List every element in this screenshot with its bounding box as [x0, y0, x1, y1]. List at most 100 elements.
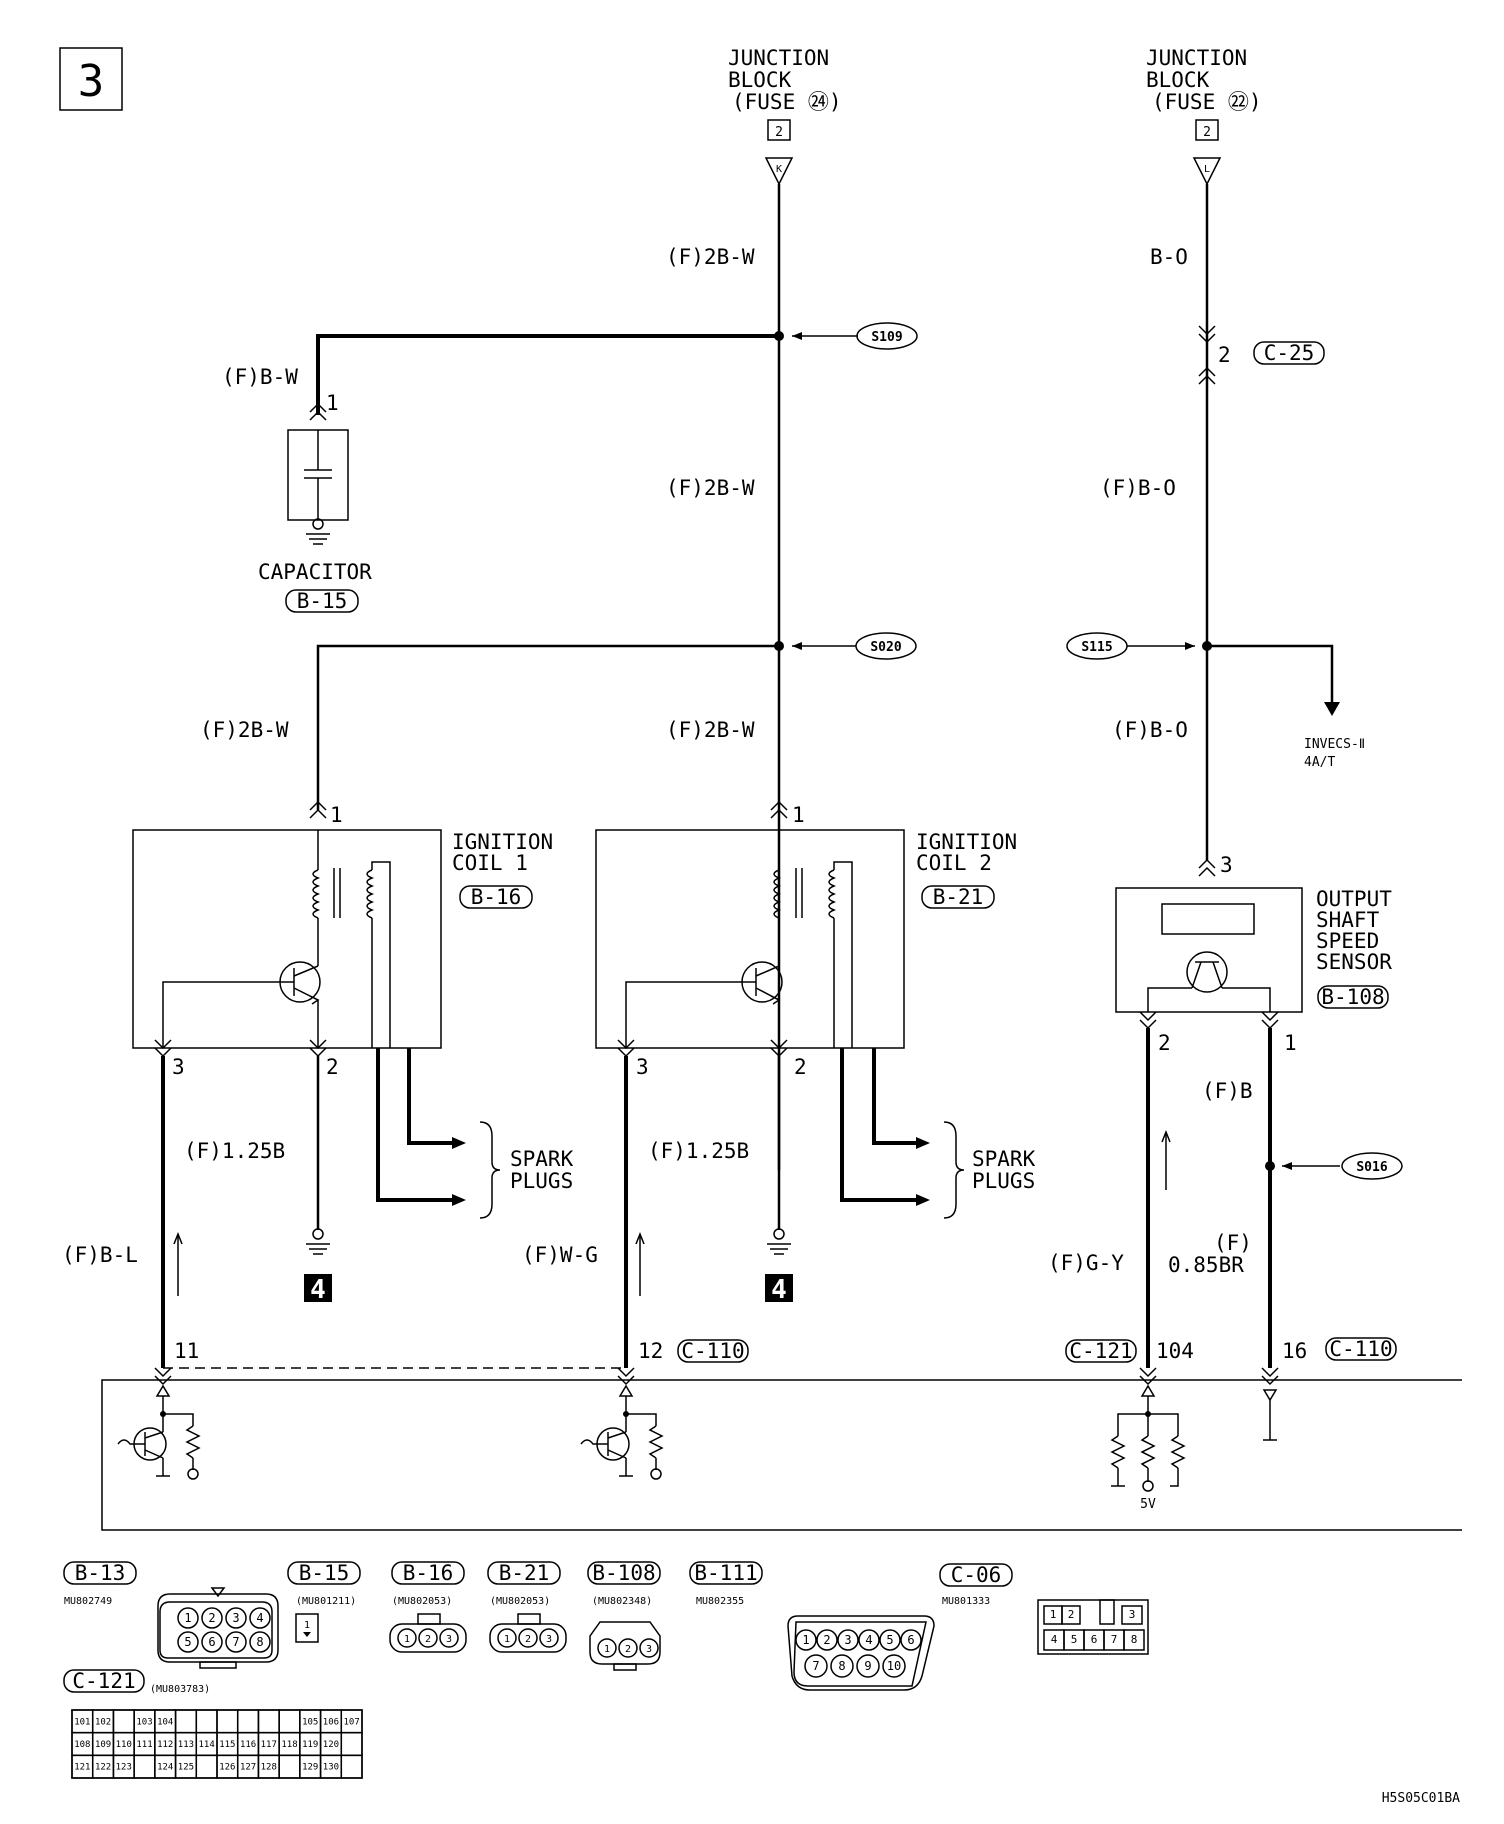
c06-pin-5-label: 5: [1071, 1633, 1078, 1646]
c06-pin-1-label: 1: [1050, 1608, 1057, 1621]
svg-text:B-21: B-21: [499, 1561, 550, 1585]
b111-pin-8-label: 8: [838, 1659, 845, 1673]
c121-pin-130-label: 130: [323, 1763, 339, 1773]
c121-pin-113-label: 113: [178, 1740, 194, 1750]
output-shaft-speed-sensor: 3 OUTPUT SHAFT SPEED SENSOR B-108 2 1: [1115, 853, 1392, 1055]
svg-text:(FUSE ㉒): (FUSE ㉒): [1152, 90, 1262, 114]
c121-pin-101-label: 101: [74, 1717, 90, 1727]
wire-label-coil1-feed: (F)2B-W: [200, 718, 289, 742]
svg-text:104: 104: [1156, 1339, 1194, 1363]
c06-key: [1099, 1599, 1115, 1625]
svg-text:MU802355: MU802355: [696, 1596, 744, 1607]
wire-label-g-y: (F)G-Y: [1048, 1251, 1124, 1275]
c121-empty-cell: [195, 1754, 218, 1779]
c121-pin-112-label: 112: [157, 1740, 173, 1750]
wire-label-b-l: (F)B-L: [62, 1243, 138, 1267]
svg-text:MU802749: MU802749: [64, 1596, 112, 1607]
wire-label-2b-w-mid: (F)2B-W: [666, 476, 755, 500]
svg-text:B-108: B-108: [592, 1561, 655, 1585]
svg-text:2: 2: [1203, 125, 1211, 140]
svg-text:C-121: C-121: [72, 1669, 135, 1693]
c121-empty-cell: [236, 1709, 260, 1734]
svg-text:S016: S016: [1356, 1160, 1387, 1175]
c121-pin-117-label: 117: [261, 1740, 277, 1750]
b111-pin-2: [816, 1629, 838, 1651]
ground-ref-4-right: [765, 1274, 793, 1302]
c121-pin-127-label: 127: [240, 1763, 256, 1773]
b16-pin-3-label: 3: [446, 1634, 452, 1645]
junction-block-fuse-24: JUNCTION BLOCK (FUSE ㉔) 2 K: [728, 46, 842, 186]
c121-pin-116-label: 116: [240, 1740, 256, 1750]
svg-text:1: 1: [792, 803, 805, 827]
spark-plugs-2: SPARK: [972, 1147, 1036, 1171]
b108-pin-1: [597, 1638, 617, 1658]
b21-pin-3-label: 3: [546, 1634, 552, 1645]
svg-text:1: 1: [304, 1620, 310, 1631]
b111-pin-7: [804, 1654, 828, 1678]
c121-pin-104-label: 104: [157, 1717, 173, 1727]
b111-pin-9: [856, 1654, 880, 1678]
svg-text:B-16: B-16: [471, 885, 522, 909]
svg-text:1: 1: [330, 803, 343, 827]
svg-text:BLOCK: BLOCK: [1146, 68, 1210, 92]
c121-empty-cell: [278, 1709, 301, 1734]
wire-label-1-25b-coil2: (F)1.25B: [648, 1139, 749, 1163]
splice-s020: [855, 632, 917, 660]
svg-text:(MU801211): (MU801211): [296, 1596, 356, 1607]
svg-text:2: 2: [794, 1055, 807, 1079]
page-number: 3: [59, 47, 123, 111]
b13-pin-1: [177, 1607, 199, 1629]
b13-pin-4: [249, 1607, 271, 1629]
b13-pin-8: [249, 1631, 271, 1653]
wire-label-b-w: (F)B-W: [222, 365, 298, 389]
c06-pin-8: [1123, 1629, 1145, 1651]
svg-text:12: 12: [638, 1339, 663, 1363]
svg-text:B-15: B-15: [297, 589, 348, 613]
capacitor: CAPACITOR B-15: [258, 402, 372, 613]
svg-text:SENSOR: SENSOR: [1316, 950, 1392, 974]
b13-pin-3-label: 3: [232, 1611, 239, 1625]
c121-pin-106-label: 106: [323, 1717, 339, 1727]
c06-pin-6-label: 6: [1091, 1633, 1098, 1646]
svg-text:B-111: B-111: [694, 1561, 757, 1585]
b111-pin-4: [858, 1629, 880, 1651]
svg-text:C-25: C-25: [1264, 341, 1315, 365]
svg-text:0.85BR: 0.85BR: [1168, 1253, 1244, 1277]
b108-pin-1-label: 1: [604, 1644, 610, 1655]
svg-text:11: 11: [174, 1339, 199, 1363]
c121-pin-115-label: 115: [219, 1740, 235, 1750]
c121-pin-110-label: 110: [116, 1740, 132, 1750]
c121-pin-120-label: 120: [323, 1740, 339, 1750]
c06-pin-7-label: 7: [1111, 1633, 1118, 1646]
coil1-feed-wire: [316, 644, 779, 810]
b13-pin-6: [201, 1631, 223, 1653]
b13-pin-3: [225, 1607, 247, 1629]
wire-label-2b-w-top: (F)2B-W: [666, 245, 755, 269]
b13-pin-6-label: 6: [208, 1635, 215, 1649]
svg-text:(MU802348): (MU802348): [592, 1596, 652, 1607]
b111-pin-1-label: 1: [802, 1633, 809, 1647]
b108-pin-2: [618, 1638, 638, 1658]
b13-pin-5-label: 5: [184, 1635, 191, 1649]
b111-pin-3: [837, 1629, 859, 1651]
c121-pin-124-label: 124: [157, 1763, 173, 1773]
c06-pin-2-label: 2: [1068, 1608, 1075, 1621]
b21-pin-2-label: 2: [525, 1634, 531, 1645]
svg-text:S109: S109: [871, 330, 902, 345]
b13-pin-8-label: 8: [256, 1635, 263, 1649]
svg-text:COIL 2: COIL 2: [916, 851, 992, 875]
svg-text:JUNCTION: JUNCTION: [1146, 46, 1247, 70]
engine-ecu-box: 5V: [101, 1367, 1462, 1531]
svg-text:2: 2: [775, 125, 783, 140]
c121-pin-126-label: 126: [219, 1763, 235, 1773]
svg-text:IGNITION: IGNITION: [452, 830, 553, 854]
svg-text:B-108: B-108: [1321, 985, 1384, 1009]
svg-text:S020: S020: [870, 640, 901, 655]
c121-pin-108-label: 108: [74, 1740, 90, 1750]
svg-text:K: K: [776, 164, 782, 175]
